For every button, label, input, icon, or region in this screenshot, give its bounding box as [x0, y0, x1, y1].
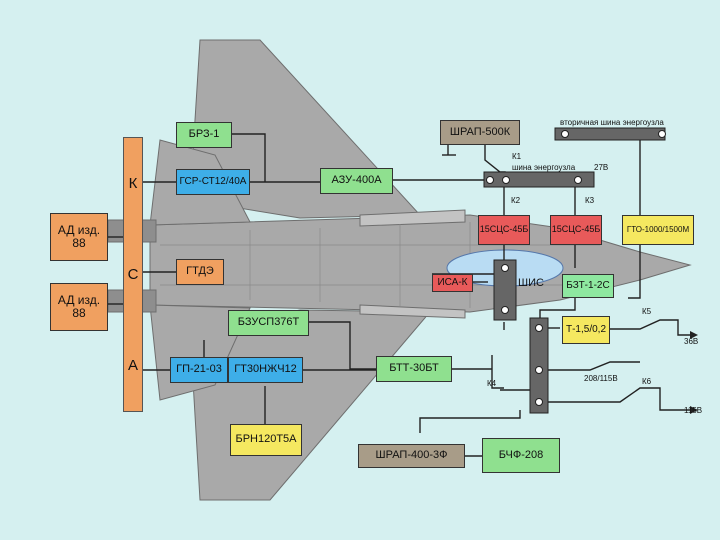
v27-label: 27В — [594, 163, 609, 172]
engine-block-1: АД изд. 88 — [50, 213, 108, 261]
gt30-block: ГТ30НЖЧ12 — [228, 357, 303, 383]
ksa-letter-a: А — [127, 356, 138, 374]
output-arrows — [690, 331, 698, 414]
secondary-bus-label: вторичная шина энергоузла — [560, 118, 664, 127]
bus-bars — [483, 127, 666, 414]
t15-block: Т-1,5/0,2 — [562, 316, 610, 344]
bzusp-block: БЗУСП376Т — [228, 310, 309, 336]
shrap400-block: ШРАП-400-3Ф — [358, 444, 465, 468]
scs-block-2: 15СЦС-45Б — [550, 215, 602, 245]
ksa-letter-s: С — [127, 265, 139, 283]
shis-label: ШИС — [518, 277, 544, 289]
brz-block: БРЗ-1 — [176, 122, 232, 148]
gp-block: ГП-21-03 — [170, 357, 228, 383]
bchf-block: БЧФ-208 — [482, 438, 560, 473]
azu-block: АЗУ-400А — [320, 168, 393, 194]
isa-block: ИСА-К — [432, 274, 473, 292]
scs-block-1: 15СЦС-45Б — [478, 215, 530, 245]
k5-label: К5 — [642, 307, 652, 316]
bus-terminals — [486, 130, 666, 406]
gto-block: ГТО-1000/1500М — [622, 215, 694, 245]
engine-block-2: АД изд. 88 — [50, 283, 108, 331]
v36-label: 36В — [684, 337, 699, 346]
k2-label: К2 — [511, 196, 521, 205]
v208-label: 208/115В — [584, 374, 618, 383]
shrap500-block: ШРАП-500К — [440, 120, 520, 145]
brn-block: БРН120Т5А — [230, 424, 302, 456]
bus-label: шина энергоузла — [512, 163, 576, 172]
k1-label: К1 — [512, 152, 522, 161]
btt-block: БТТ-30БТ — [376, 356, 452, 382]
k6-label: К6 — [642, 377, 652, 386]
gsr-block: ГСР-СТ12/40А — [176, 169, 250, 195]
k3-label: К3 — [585, 196, 595, 205]
ksa-panel: К С А — [123, 137, 143, 412]
k4-label: К4 — [487, 379, 497, 388]
bzt-block: БЗТ-1-2С — [562, 274, 614, 298]
v115-label: 115В — [684, 406, 703, 415]
gtde-block: ГТДЭ — [176, 259, 224, 285]
ksa-letter-k: К — [128, 174, 138, 192]
